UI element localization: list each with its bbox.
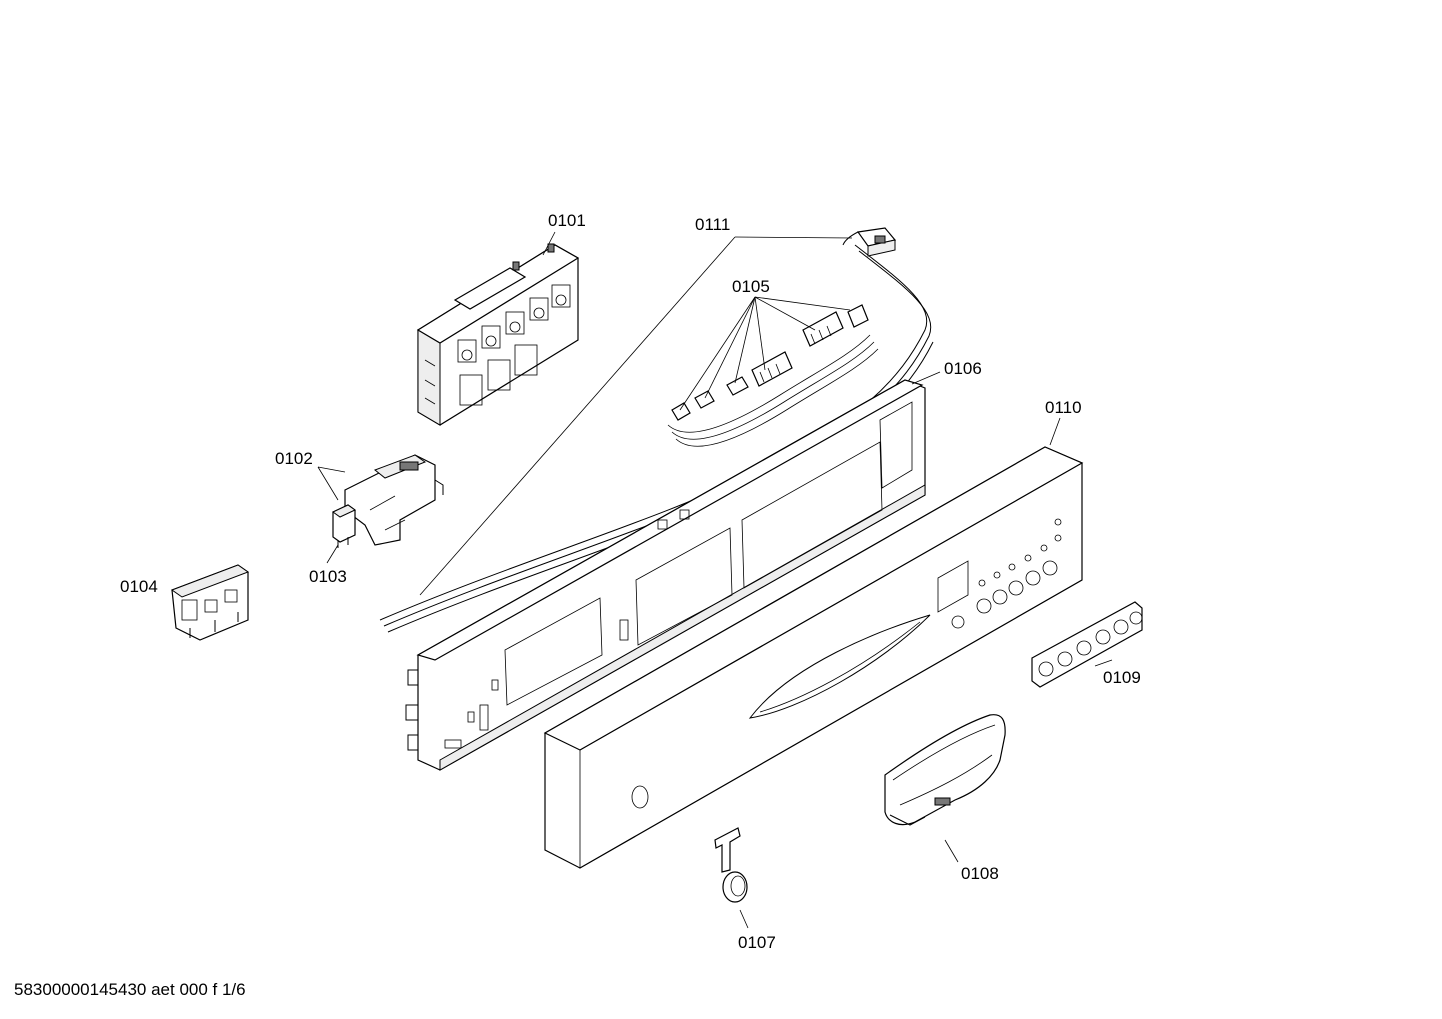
label-0101: 0101 (548, 211, 586, 230)
label-0105: 0105 (732, 277, 770, 296)
part-0102-door-switch[interactable] (344, 454, 444, 546)
part-0107-knob[interactable] (714, 827, 748, 903)
document-footer-code: 58300000145430 aet 000 f 1/6 (14, 980, 246, 999)
label-0108: 0108 (961, 864, 999, 883)
part-0104-bracket[interactable] (170, 564, 250, 641)
label-0109: 0109 (1103, 668, 1141, 687)
label-0102: 0102 (275, 449, 313, 468)
label-0111: 0111 (695, 215, 730, 234)
part-0106-panel-frame[interactable] (405, 379, 926, 771)
part-0108-door-handle[interactable] (884, 714, 1006, 826)
label-0107: 0107 (738, 933, 776, 952)
label-0106: 0106 (944, 359, 982, 378)
part-0105-connectors[interactable] (667, 304, 879, 447)
label-0104: 0104 (120, 577, 158, 596)
label-0110: 0110 (1045, 398, 1082, 417)
leader-lines (317, 231, 1113, 929)
callout-labels: 0101 0111 0105 0106 0110 0102 0103 0104 … (120, 211, 1141, 952)
part-0101-control-module[interactable] (416, 243, 580, 426)
part-0110-front-panel[interactable] (543, 446, 1084, 869)
label-0103: 0103 (309, 567, 347, 586)
part-0109-button-strip[interactable] (1031, 601, 1143, 688)
part-0103-relay[interactable] (332, 504, 356, 548)
